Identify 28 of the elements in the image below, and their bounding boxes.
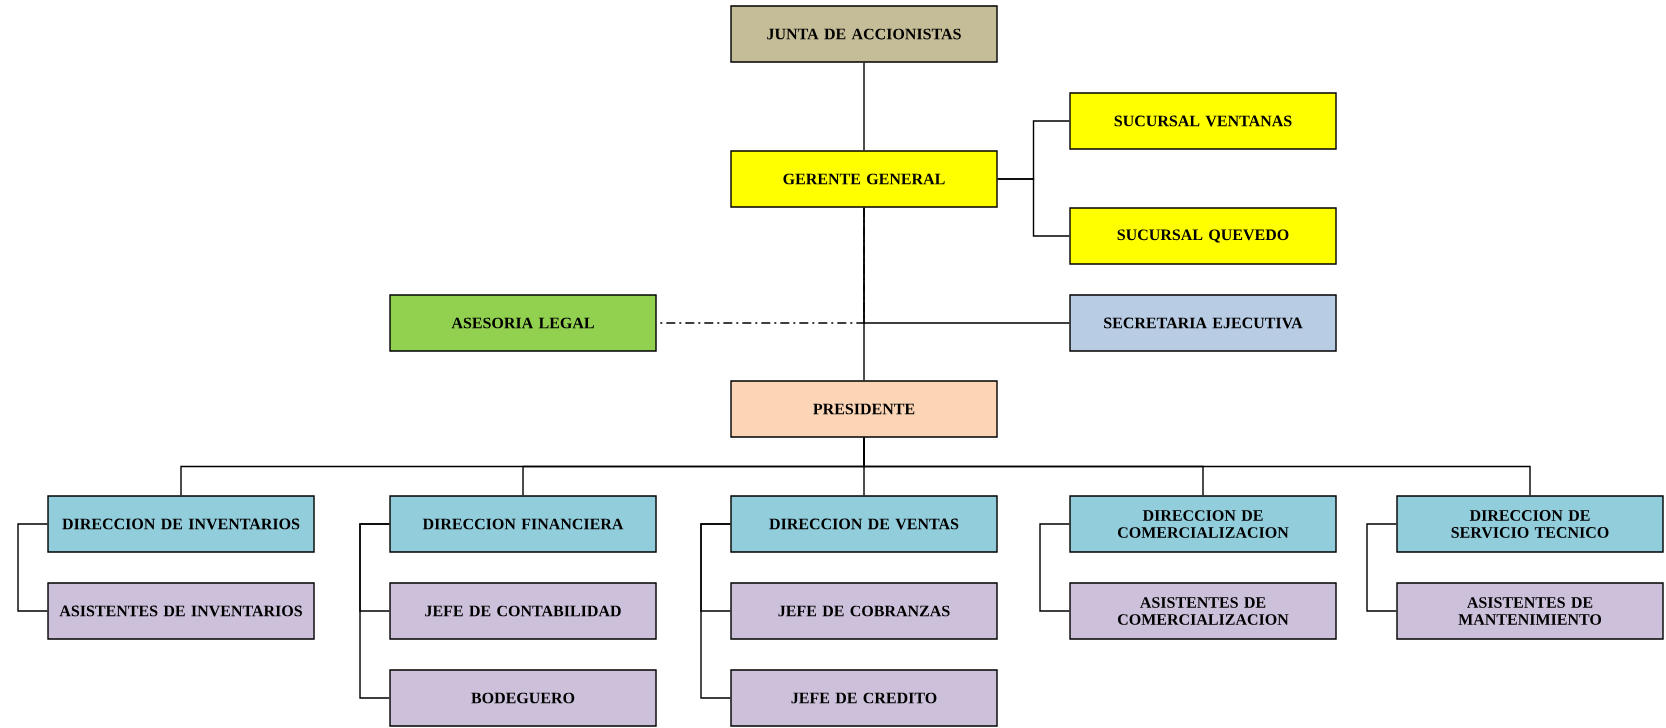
org-box: DIRECCION FINANCIERA — [389, 495, 657, 553]
org-box: BODEGUERO — [389, 669, 657, 727]
connector-line — [700, 523, 731, 699]
org-box: GERENTE GENERAL — [730, 150, 998, 208]
org-box: ASISTENTES DE MANTENIMIENTO — [1396, 582, 1664, 640]
org-box: SUCURSAL QUEVEDO — [1069, 207, 1337, 265]
connector-line — [17, 523, 48, 612]
org-box: DIRECCION DE SERVICIO TECNICO — [1396, 495, 1664, 553]
org-box: DIRECCION DE COMERCIALIZACION — [1069, 495, 1337, 553]
org-box: ASESORIA LEGAL — [389, 294, 657, 352]
org-box: ASISTENTES DE COMERCIALIZACION — [1069, 582, 1337, 640]
org-box: PRESIDENTE — [730, 380, 998, 438]
connector-line — [863, 207, 865, 381]
connector-line — [863, 437, 1531, 496]
org-box: ASISTENTES DE INVENTARIOS — [47, 582, 315, 640]
org-box: SUCURSAL VENTANAS — [1069, 92, 1337, 150]
org-box: JUNTA DE ACCIONISTAS — [730, 5, 998, 63]
org-box: JEFE DE COBRANZAS — [730, 582, 998, 640]
org-box: JEFE DE CREDITO — [730, 669, 998, 727]
org-box: DIRECCION DE INVENTARIOS — [47, 495, 315, 553]
connector-line — [997, 178, 1070, 237]
org-box: JEFE DE CONTABILIDAD — [389, 582, 657, 640]
connector-line — [863, 62, 865, 151]
org-box: SECRETARIA EJECUTIVA — [1069, 294, 1337, 352]
connector-line — [1366, 523, 1397, 612]
connector-line — [359, 523, 390, 699]
connector-line — [1039, 523, 1070, 612]
org-box: DIRECCION DE VENTAS — [730, 495, 998, 553]
